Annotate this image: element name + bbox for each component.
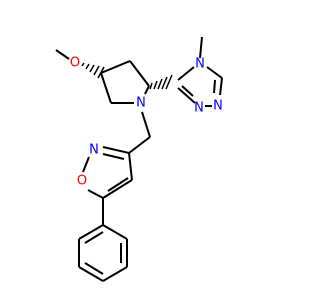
bond-isox-c5-c4 — [102, 179, 133, 199]
bond-isox-c5-c4-inner — [107, 177, 129, 192]
bond-tri-c5-n1-inner — [213, 79, 216, 94]
bond-ph-3-4 — [102, 266, 128, 282]
bond-methyl-o — [55, 49, 70, 60]
bond-isox-c4-c3 — [128, 152, 133, 181]
molecule-structure: O N N N N N O — [55, 36, 223, 282]
bond-isox-c3-n-inner — [102, 153, 125, 160]
bond-ph-4-5 — [78, 266, 104, 282]
bond-c4-c5 — [100, 72, 112, 104]
bond-c4-c3 — [100, 60, 131, 74]
bond-ph-6-1-inner — [84, 231, 104, 244]
bond-tri-n2-c3 — [177, 87, 196, 104]
bond-isox-c3-n — [102, 146, 130, 154]
molecule-svg: O N N N N N O — [55, 36, 223, 282]
bond-n1-ch2 — [141, 111, 151, 138]
bond-tri-n2-c3-inner — [181, 85, 194, 97]
atom-label-o-methoxy: O — [70, 56, 80, 71]
hashed-bond-c2-triazole — [149, 74, 173, 90]
bond-c2-n1 — [144, 85, 150, 95]
atom-label-o-isoxazole: O — [77, 174, 87, 189]
bond-n4-methyl — [199, 36, 203, 59]
bond-isox-n-o — [82, 156, 90, 173]
bond-c3-c2 — [129, 60, 150, 87]
atom-label-n-triazole-1: N — [213, 99, 223, 114]
atom-label-n-isoxazole: N — [89, 143, 99, 158]
bond-ph-1-2 — [102, 224, 128, 240]
bond-isox-o-c5 — [87, 189, 104, 199]
atom-label-n-pyrrolidine: N — [136, 96, 146, 111]
bond-tri-c5-n1 — [219, 77, 223, 96]
bond-ph-6-1 — [78, 224, 104, 240]
bond-ch2-isox — [128, 136, 151, 154]
bond-tri-c3-n4 — [177, 66, 195, 81]
bond-tri-n4-c5 — [206, 66, 223, 79]
atom-label-n-triazole-2: N — [194, 101, 204, 116]
atom-label-n-triazole-4: N — [195, 57, 205, 72]
hashed-bond-c4-o — [81, 62, 105, 79]
bond-ph-4-5-inner — [84, 262, 104, 275]
